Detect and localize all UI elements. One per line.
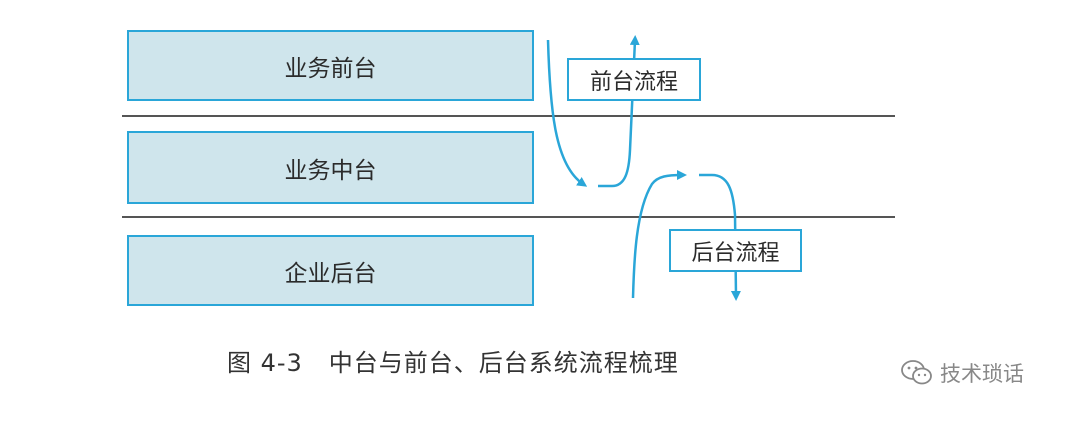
front-flow-label: 前台流程 — [567, 58, 701, 101]
front-flow-up-arrow — [598, 35, 640, 188]
watermark: 技术琐话 — [900, 358, 1024, 388]
middle-layer-label: 业务中台 — [284, 157, 377, 184]
divider-middle-back — [122, 216, 895, 218]
front-layer-box: 业务前台 — [127, 30, 534, 101]
wechat-icon — [901, 360, 932, 385]
middle-layer-box: 业务中台 — [127, 131, 534, 204]
back-flow-up-arrow — [631, 170, 687, 299]
front-flow-label-text: 前台流程 — [589, 69, 678, 95]
watermark-text: 技术琐话 — [940, 362, 1024, 386]
back-layer-label: 企业后台 — [284, 260, 377, 287]
front-flow-down-arrow — [546, 39, 588, 187]
divider-front-middle — [122, 115, 895, 117]
figure-caption: 图 4-3 中台与前台、后台系统流程梳理 — [227, 349, 679, 377]
front-layer-label: 业务前台 — [284, 55, 377, 82]
back-flow-label: 后台流程 — [669, 229, 802, 272]
back-flow-label-text: 后台流程 — [691, 240, 780, 266]
back-flow-down-arrow — [699, 173, 741, 301]
back-layer-box: 企业后台 — [127, 235, 534, 306]
